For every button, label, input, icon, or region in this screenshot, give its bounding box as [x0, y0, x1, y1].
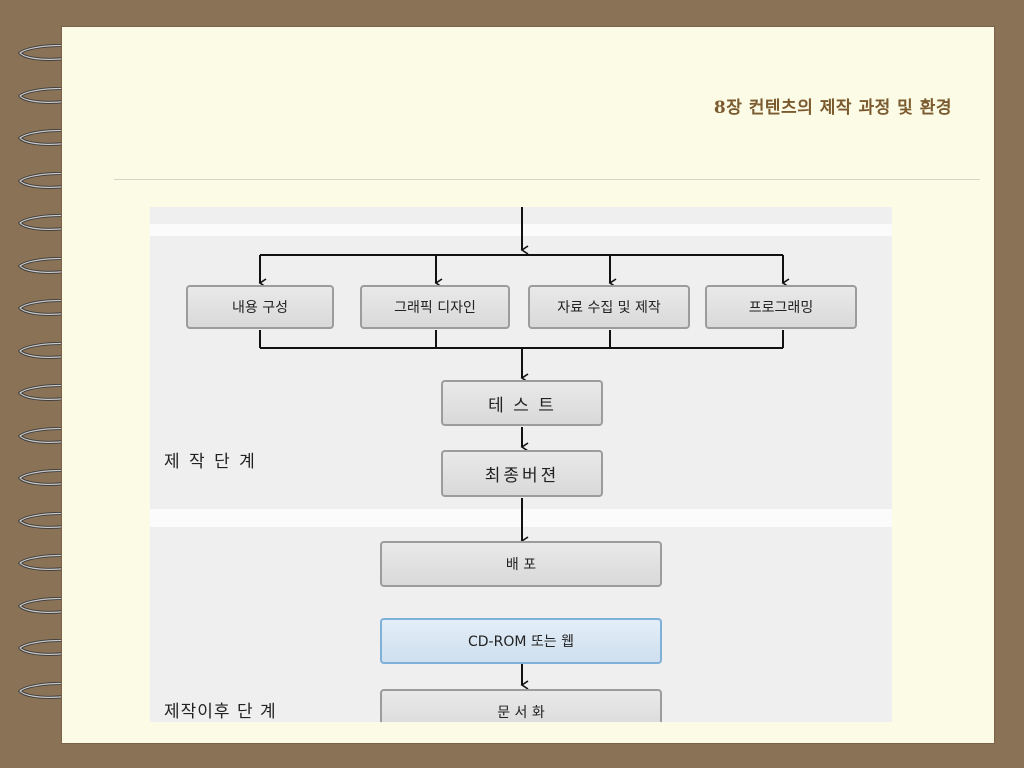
title-divider	[114, 179, 980, 180]
step-test: 테 스 트	[441, 380, 603, 426]
step-graphic-design: 그래픽 디자인	[360, 285, 510, 329]
step-programming: 프로그래밍	[705, 285, 857, 329]
notebook-page: 8장 컨텐츠의 제작 과정 및 환경	[62, 27, 994, 743]
step-documentation: 문 서 화	[380, 689, 662, 722]
step-content-planning: 내용 구성	[186, 285, 334, 329]
step-final-version: 최종버젼	[441, 450, 603, 497]
step-distribution: 배 포	[380, 541, 662, 587]
process-diagram: 내용 구성 그래픽 디자인 자료 수집 및 제작 프로그래밍 테 스 트 최종버…	[150, 207, 892, 722]
post-production-stage-label: 제작이후 단 계	[164, 702, 277, 722]
slide-title: 8장 컨텐츠의 제작 과정 및 환경	[713, 98, 952, 118]
connector-lines	[258, 207, 790, 690]
step-material-collection: 자료 수집 및 제작	[528, 285, 690, 329]
step-distribution-medium: CD-ROM 또는 웹	[380, 618, 662, 664]
production-stage-label: 제 작 단 계	[164, 452, 257, 472]
